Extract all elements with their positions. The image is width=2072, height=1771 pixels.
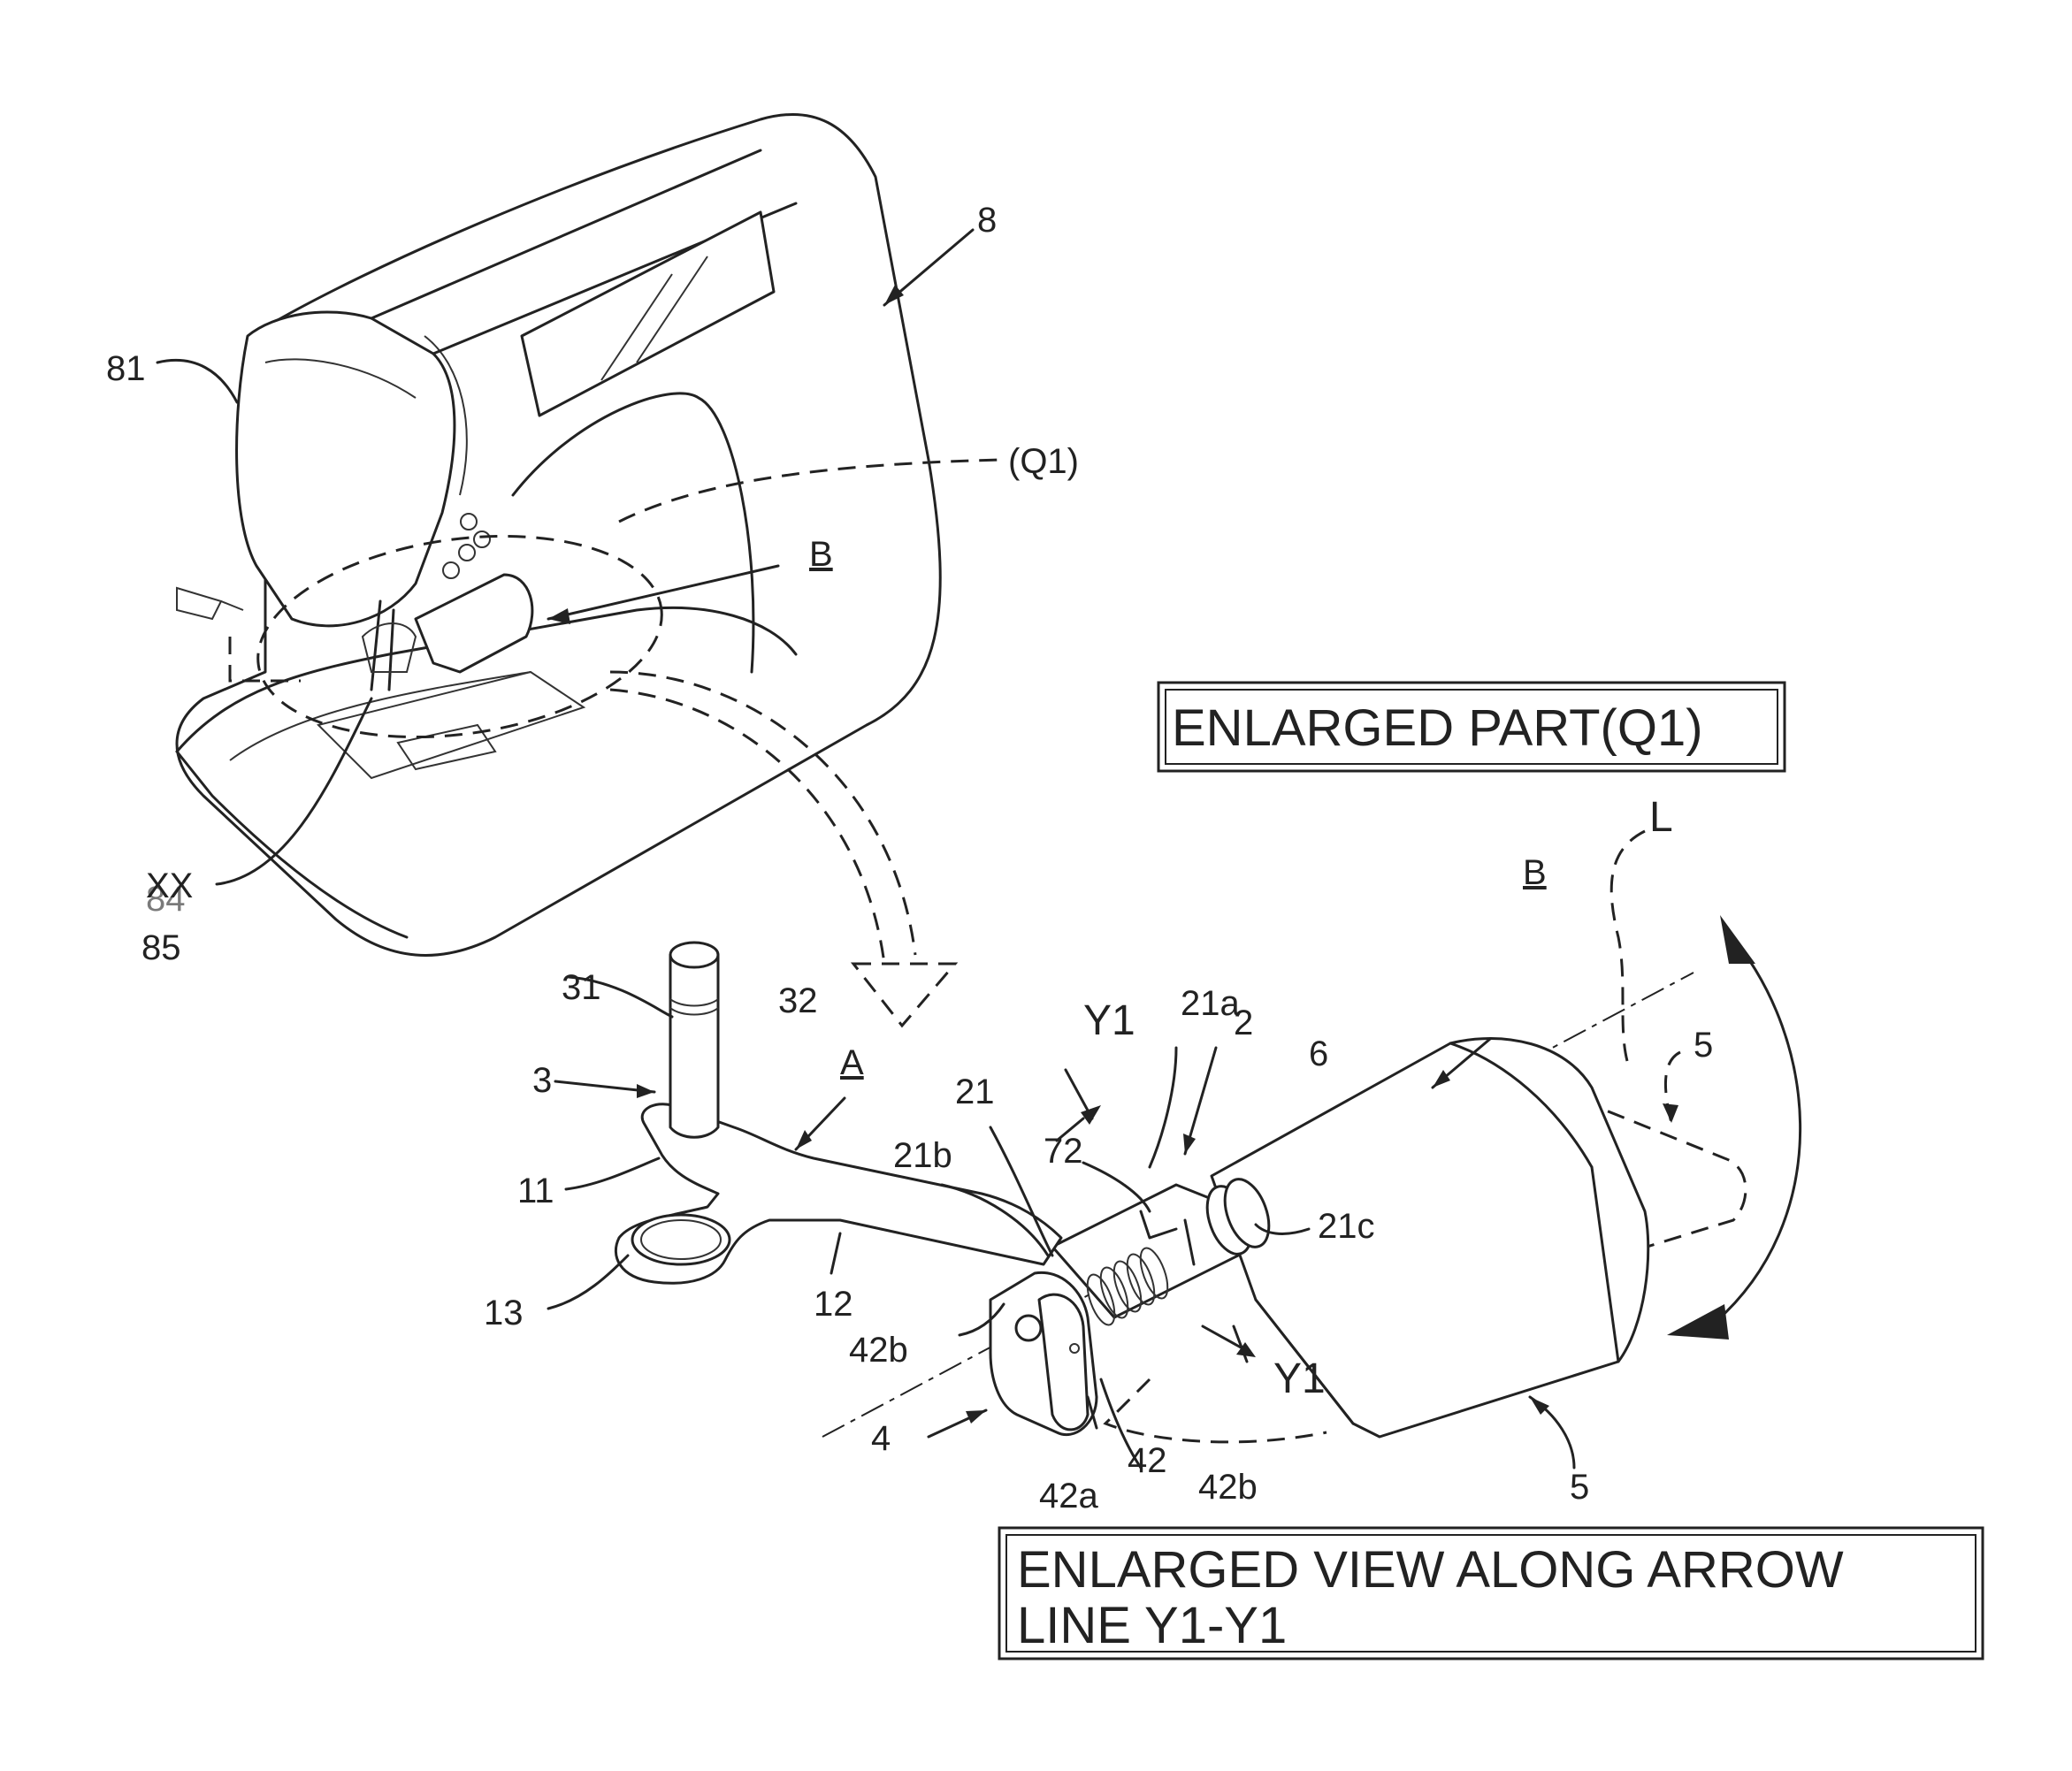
label-y1-top: Y1	[1083, 997, 1135, 1044]
enlarged-view-caption-line2: LINE Y1-Y1	[1017, 1597, 1287, 1654]
label-81: 81	[106, 349, 146, 388]
label-l-axis: L	[1649, 794, 1673, 841]
label-21b: 21b	[893, 1136, 952, 1175]
label-85: 85	[141, 928, 181, 967]
label-3: 3	[532, 1061, 552, 1100]
label-42b-right: 42b	[1198, 1468, 1258, 1507]
label-31: 31	[562, 968, 601, 1007]
enlarged-view-caption-line1: ENLARGED VIEW ALONG ARROW	[1017, 1541, 1844, 1599]
label-4: 4	[871, 1419, 891, 1458]
label-84: 84	[146, 880, 186, 919]
label-5-top: 5	[1694, 1026, 1713, 1065]
label-11: 11	[517, 1172, 554, 1210]
label-8: 8	[977, 201, 997, 240]
enlarged-view-caption-box: ENLARGED VIEW ALONG ARROW LINE Y1-Y1	[999, 1528, 1983, 1659]
label-13: 13	[484, 1294, 524, 1332]
label-42a: 42a	[1039, 1477, 1098, 1515]
label-2: 2	[1234, 1004, 1253, 1042]
label-b-right: B	[1523, 853, 1547, 892]
label-a: A	[840, 1043, 864, 1082]
enlarged-part-caption-box: ENLARGED PART(Q1)	[1158, 683, 1785, 771]
label-72: 72	[1044, 1132, 1083, 1171]
label-b-top: B	[809, 535, 833, 574]
label-21c: 21c	[1318, 1207, 1375, 1246]
label-y1-bottom: Y1	[1273, 1355, 1326, 1402]
label-5-bottom: 5	[1570, 1468, 1589, 1507]
label-12: 12	[814, 1285, 853, 1324]
label-42b-left: 42b	[849, 1331, 908, 1370]
enlarged-part-caption: ENLARGED PART(Q1)	[1172, 699, 1703, 757]
enlarged-assembly	[548, 831, 1801, 1468]
label-42: 42	[1128, 1441, 1167, 1480]
label-6: 6	[1309, 1034, 1328, 1073]
label-21a: 21a	[1181, 984, 1240, 1023]
label-q1: (Q1)	[1008, 442, 1079, 481]
label-21: 21	[955, 1073, 995, 1111]
label-32: 32	[778, 981, 818, 1020]
